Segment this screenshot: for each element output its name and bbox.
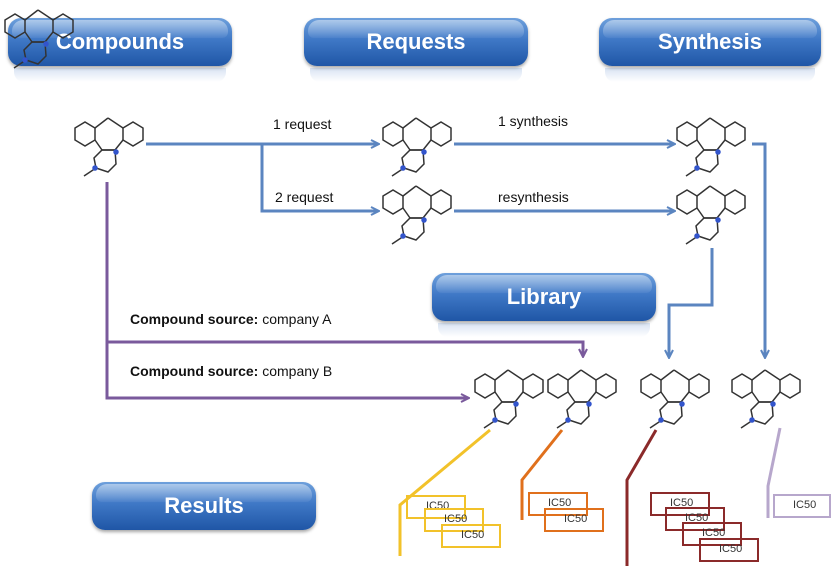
- result-line-lavender: [766, 427, 782, 518]
- ic50-box-yellow-3: IC50: [441, 524, 501, 548]
- molecule-structure: [4, 9, 74, 69]
- source-a-key: Compound source:: [130, 311, 259, 327]
- arrow-resynthesis-to-library: [669, 248, 714, 357]
- arrow-request-2: [260, 144, 378, 211]
- label-resynthesis: resynthesis: [498, 189, 569, 205]
- molecule-compound: [74, 117, 144, 177]
- source-b-key: Compound source:: [130, 363, 259, 379]
- result-line-yellow: [398, 428, 491, 556]
- requests-header-label: Requests: [366, 29, 466, 54]
- molecule-library-3: [640, 369, 710, 429]
- synthesis-header: Synthesis: [599, 18, 821, 66]
- ic50-box-darkred-4: IC50: [699, 538, 759, 562]
- ic50-box-yellow-2: IC50: [424, 508, 484, 532]
- label-request-2: 2 request: [275, 189, 334, 205]
- synthesis-header-label: Synthesis: [658, 29, 762, 54]
- molecule-library-2: [547, 369, 617, 429]
- ic50-box-orange-2: IC50: [544, 508, 604, 532]
- source-b-value: company B: [258, 363, 333, 379]
- compounds-header: Compounds: [8, 18, 232, 66]
- library-header: Library: [432, 273, 656, 321]
- ic50-box-darkred-1: IC50: [650, 492, 710, 516]
- result-line-darkred: [625, 429, 658, 566]
- requests-header: Requests: [304, 18, 528, 66]
- label-source-company-a: Compound source: company A: [130, 311, 332, 327]
- result-line-orange: [520, 429, 564, 520]
- molecule-library-1: [474, 369, 544, 429]
- ic50-box-darkred-2: IC50: [665, 507, 725, 531]
- results-header-label: Results: [164, 493, 244, 518]
- ic50-box-orange-1: IC50: [528, 492, 588, 516]
- molecule-resynthesis: [676, 185, 746, 245]
- molecule-library-4: [731, 369, 801, 429]
- source-a-value: company A: [258, 311, 332, 327]
- ic50-box-lavender: IC50: [773, 494, 831, 518]
- compounds-header-label: Compounds: [55, 29, 185, 54]
- results-header: Results: [92, 482, 316, 530]
- library-header-label: Library: [506, 284, 582, 309]
- molecule-request-1: [382, 117, 452, 177]
- molecule-request-2: [382, 185, 452, 245]
- label-synthesis-1: 1 synthesis: [498, 113, 569, 129]
- arrow-synthesis-to-library: [752, 142, 765, 357]
- label-source-company-b: Compound source: company B: [130, 363, 332, 379]
- arrow-source-company-b: [105, 342, 468, 398]
- label-request-1: 1 request: [273, 116, 332, 132]
- molecule-synthesis-1: [676, 117, 746, 177]
- ic50-box-darkred-3: IC50: [682, 522, 742, 546]
- arrow-source-company-a: [105, 182, 583, 356]
